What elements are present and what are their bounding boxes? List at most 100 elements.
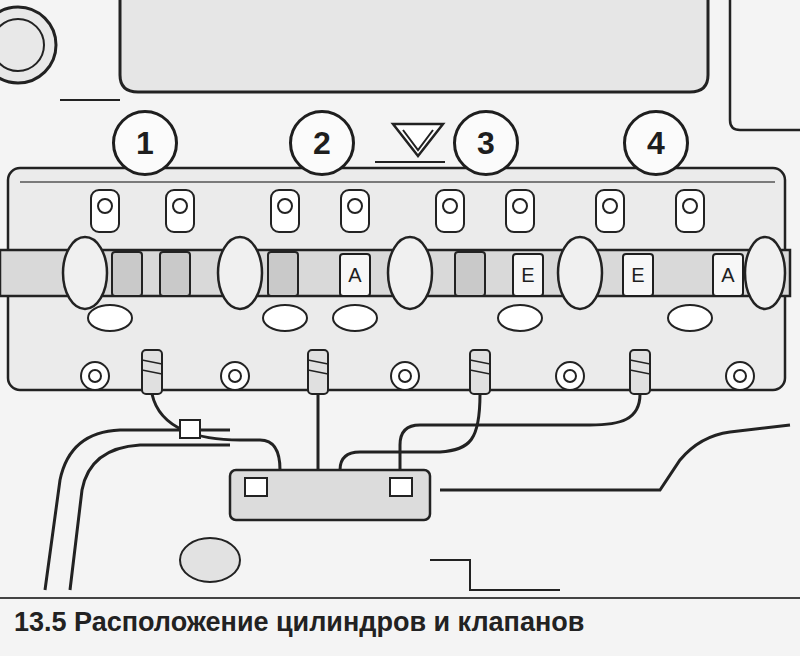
cylinder-number: 1 — [136, 127, 154, 159]
coil — [308, 360, 328, 364]
follower — [333, 305, 377, 331]
rocker-arm — [506, 190, 534, 232]
timing-mark — [393, 124, 443, 156]
cam-lobe — [455, 252, 485, 296]
follower — [263, 305, 307, 331]
rocker-arm — [271, 190, 299, 232]
adjuster — [443, 199, 457, 213]
injector — [630, 350, 650, 394]
coil — [470, 360, 490, 364]
bolt-head — [89, 370, 101, 382]
cam-bearing — [218, 237, 262, 309]
pulley — [0, 7, 56, 83]
head-bolt — [726, 362, 754, 390]
injector — [308, 350, 328, 394]
bolt-head — [734, 370, 746, 382]
bolt-head — [564, 370, 576, 382]
cam-lobe — [160, 252, 190, 296]
follower — [498, 305, 542, 331]
rocker-arm — [341, 190, 369, 232]
valve-letter: E — [631, 265, 644, 285]
valve-letter: E — [521, 265, 534, 285]
adjuster — [98, 199, 112, 213]
cylinder-number-circle: 1 — [112, 110, 178, 176]
head-bolt — [81, 362, 109, 390]
bolt-head — [229, 370, 241, 382]
pipe-clamp — [180, 420, 200, 438]
cylinder-number-circle: 3 — [453, 110, 519, 176]
cylinder-number: 3 — [477, 127, 495, 159]
adjuster — [603, 199, 617, 213]
cam-bearings — [63, 237, 785, 309]
gasket-line — [20, 181, 775, 183]
follower — [88, 305, 132, 331]
cam-bearing — [745, 237, 785, 309]
rocker-arms — [91, 190, 704, 232]
cam-lobe-label-box: A — [339, 253, 371, 297]
head-bolt — [221, 362, 249, 390]
adjuster — [348, 199, 362, 213]
pulley-ring — [0, 19, 44, 71]
rocker-arm — [91, 190, 119, 232]
edge-line — [60, 99, 120, 101]
injector-coils — [142, 360, 650, 374]
injectors — [142, 350, 650, 394]
coil — [630, 360, 650, 364]
followers — [88, 305, 712, 331]
cam-lobe — [112, 252, 142, 296]
coil — [142, 360, 162, 364]
cylinder-number-circle: 2 — [289, 110, 355, 176]
cam-bearing — [63, 237, 107, 309]
valve-letter: A — [348, 265, 361, 285]
follower — [668, 305, 712, 331]
coil — [470, 370, 490, 374]
timing-mark-inner — [403, 130, 433, 150]
injector — [470, 350, 490, 394]
pump-drive — [180, 538, 240, 582]
cam-lobe-label-box: E — [622, 253, 654, 297]
cam-lobe-label-box: E — [512, 253, 544, 297]
cover-panel — [730, 0, 800, 130]
cam-lobes — [112, 252, 485, 296]
cylinder-number: 2 — [313, 127, 331, 159]
bolt-head — [399, 370, 411, 382]
rocker-arm — [676, 190, 704, 232]
cam-lobe-label-box: A — [712, 253, 744, 297]
cam-lobe — [268, 252, 298, 296]
fuel-pipe — [340, 394, 480, 470]
pipe-clamp — [390, 478, 412, 496]
timing-line — [375, 161, 445, 163]
adjuster — [173, 199, 187, 213]
injection-pump — [230, 470, 430, 520]
cylinder-number-circle: 4 — [623, 110, 689, 176]
coil — [308, 370, 328, 374]
pipe-clamp — [245, 478, 267, 496]
figure-caption: 13.5 Расположение цилиндров и клапанов — [14, 607, 584, 637]
fuel-pipe — [317, 394, 320, 470]
cam-bearing — [388, 237, 432, 309]
valve-letter: A — [721, 265, 734, 285]
valve-cover — [120, 0, 708, 92]
bracket — [430, 560, 560, 590]
figure-caption-box: 13.5 Расположение цилиндров и клапанов — [10, 607, 588, 638]
cylinder-number: 4 — [647, 127, 665, 159]
head-bolt — [391, 362, 419, 390]
fuel-pipes — [45, 394, 790, 590]
coil — [142, 370, 162, 374]
return-pipe — [440, 425, 790, 490]
adjuster — [278, 199, 292, 213]
rocker-arm — [436, 190, 464, 232]
head-bolt — [556, 362, 584, 390]
adjuster — [683, 199, 697, 213]
injector — [142, 350, 162, 394]
fuel-pipe — [400, 394, 640, 470]
cam-bearing — [558, 237, 602, 309]
fuel-pipe — [152, 394, 280, 470]
coil — [630, 370, 650, 374]
rocker-arm — [596, 190, 624, 232]
caption-rule — [0, 597, 800, 599]
rocker-arm — [166, 190, 194, 232]
